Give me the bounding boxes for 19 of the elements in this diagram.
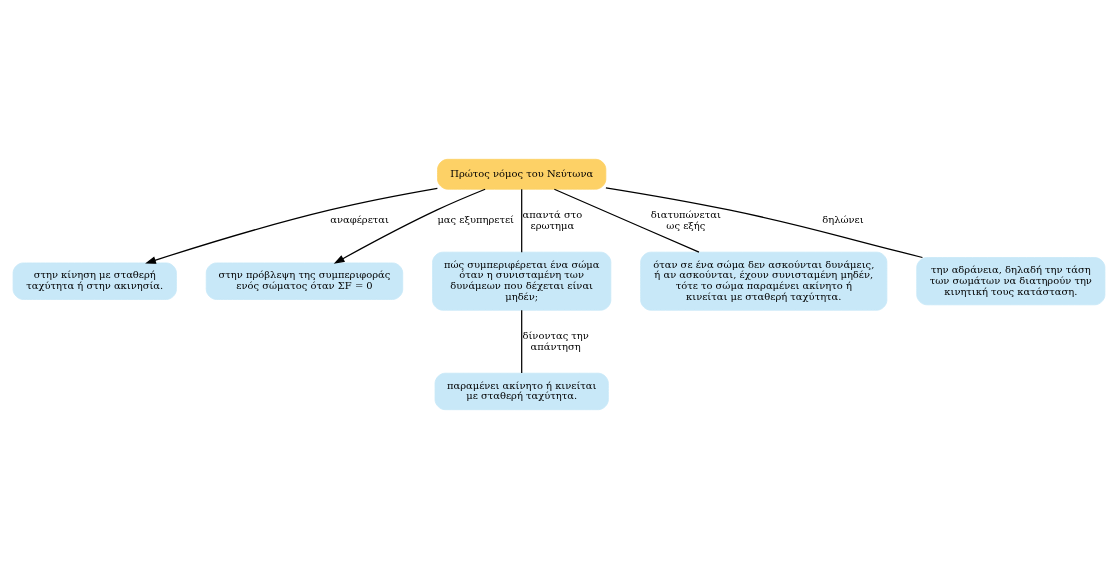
edge-label: δηλώνει: [822, 214, 864, 226]
edge-label: διατυπώνεται ως εξής: [650, 208, 721, 231]
node-box: πώς συμπεριφέρεται ένα σώμα όταν η συνισταμένη των δυνάμεων που δέχεται είναι μηδέν;: [432, 251, 612, 311]
arrow: [333, 188, 486, 264]
node-box: Πρώτος νόμος του Νεύτωνα: [437, 158, 607, 190]
node-box: παραμένει ακίνητο ή κινείται με σταθερή ταχύτητα.: [434, 372, 609, 411]
connector: [521, 309, 523, 374]
node-box: στην κίνηση με σταθερή ταχύτητα ή στην ακινησία.: [12, 262, 177, 300]
connector: [605, 187, 924, 259]
node-box: την αδράνεια, δηλαδή την τάση των σωμάτων να διατηρούν την κινητική τους κατάσταση.: [916, 257, 1106, 306]
node-box: στην πρόβλεψη της συμπεριφοράς ενός σώματος όταν ΣF = 0: [205, 262, 404, 300]
edge-label: δίνοντας την απάντηση: [522, 329, 589, 352]
arrow: [145, 187, 438, 264]
node-box: όταν σε ένα σώμα δεν ασκούνται δυνάμεις, ή αν ασκούνται, έχουν συνισταμένη μηδέν, τότε το σώμα παραμένει ακίνητο ή κινείται με σταθερή ταχύτητα.: [640, 251, 888, 311]
edge-label: αναφέρεται: [330, 214, 389, 226]
connector: [553, 188, 700, 253]
connector: [521, 188, 523, 253]
edge-label: απαντά στο ερωτημα: [522, 208, 583, 231]
edge-label: μας εξυπηρετεί: [437, 214, 514, 226]
